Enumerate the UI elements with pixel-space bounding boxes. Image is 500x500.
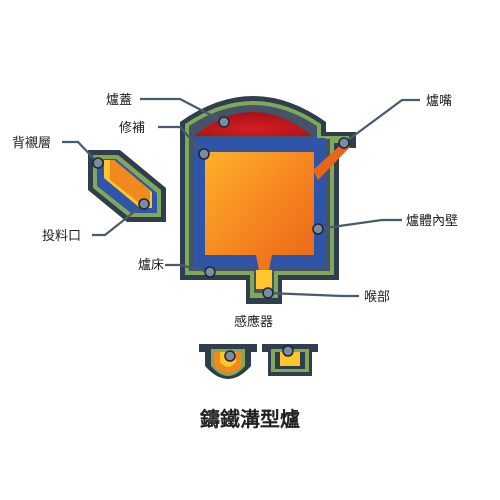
labels: 爐蓋 修補 背襯層 投料口 爐床 爐嘴 爐體內壁 喉部 感應器 鑄鐵溝型爐 bbox=[12, 93, 458, 431]
label-charging-port: 投料口 bbox=[42, 228, 81, 244]
callout-dot-lining-repair bbox=[198, 148, 210, 160]
leader-lid bbox=[140, 97, 225, 123]
furnace-body bbox=[180, 96, 356, 304]
callout-dot-charging-port bbox=[138, 198, 150, 210]
leader-backing-layer bbox=[62, 140, 99, 164]
callout-dot-spout bbox=[338, 137, 350, 149]
callout-dot-lid bbox=[218, 116, 230, 128]
inductor-left bbox=[199, 344, 257, 379]
callout-dot-inductor-left bbox=[224, 350, 236, 362]
callout-dot-inductor-right bbox=[282, 345, 294, 357]
leader-inner-wall bbox=[317, 218, 402, 231]
callout-dot-backing-layer bbox=[92, 157, 104, 169]
throat-metal bbox=[256, 270, 272, 289]
diagram-title: 鑄鐵溝型爐 bbox=[199, 407, 300, 431]
callout-dot-inner-wall bbox=[312, 223, 324, 235]
leader-charging-port bbox=[92, 203, 145, 237]
leader-spout bbox=[343, 98, 420, 144]
label-inner-wall: 爐體內壁 bbox=[406, 214, 458, 229]
label-spout: 爐嘴 bbox=[426, 94, 452, 109]
leader-lines bbox=[62, 97, 420, 298]
leader-throat bbox=[267, 291, 359, 298]
leader-lining-repair bbox=[158, 125, 205, 155]
label-hearth: 爐床 bbox=[138, 258, 164, 273]
furnace-spout bbox=[313, 140, 350, 180]
label-backing-layer: 背襯層 bbox=[12, 135, 51, 151]
label-inductor: 感應器 bbox=[234, 314, 273, 330]
callout-dots bbox=[92, 116, 350, 362]
chute-orange-channel bbox=[110, 160, 150, 206]
label-lid: 爐蓋 bbox=[106, 93, 132, 108]
molten-metal bbox=[205, 152, 314, 275]
label-throat: 喉部 bbox=[364, 290, 390, 305]
leader-hearth bbox=[165, 263, 211, 274]
callout-dot-throat bbox=[262, 287, 274, 299]
callout-dot-hearth bbox=[204, 266, 216, 278]
label-lining-repair: 修補 bbox=[119, 121, 145, 136]
